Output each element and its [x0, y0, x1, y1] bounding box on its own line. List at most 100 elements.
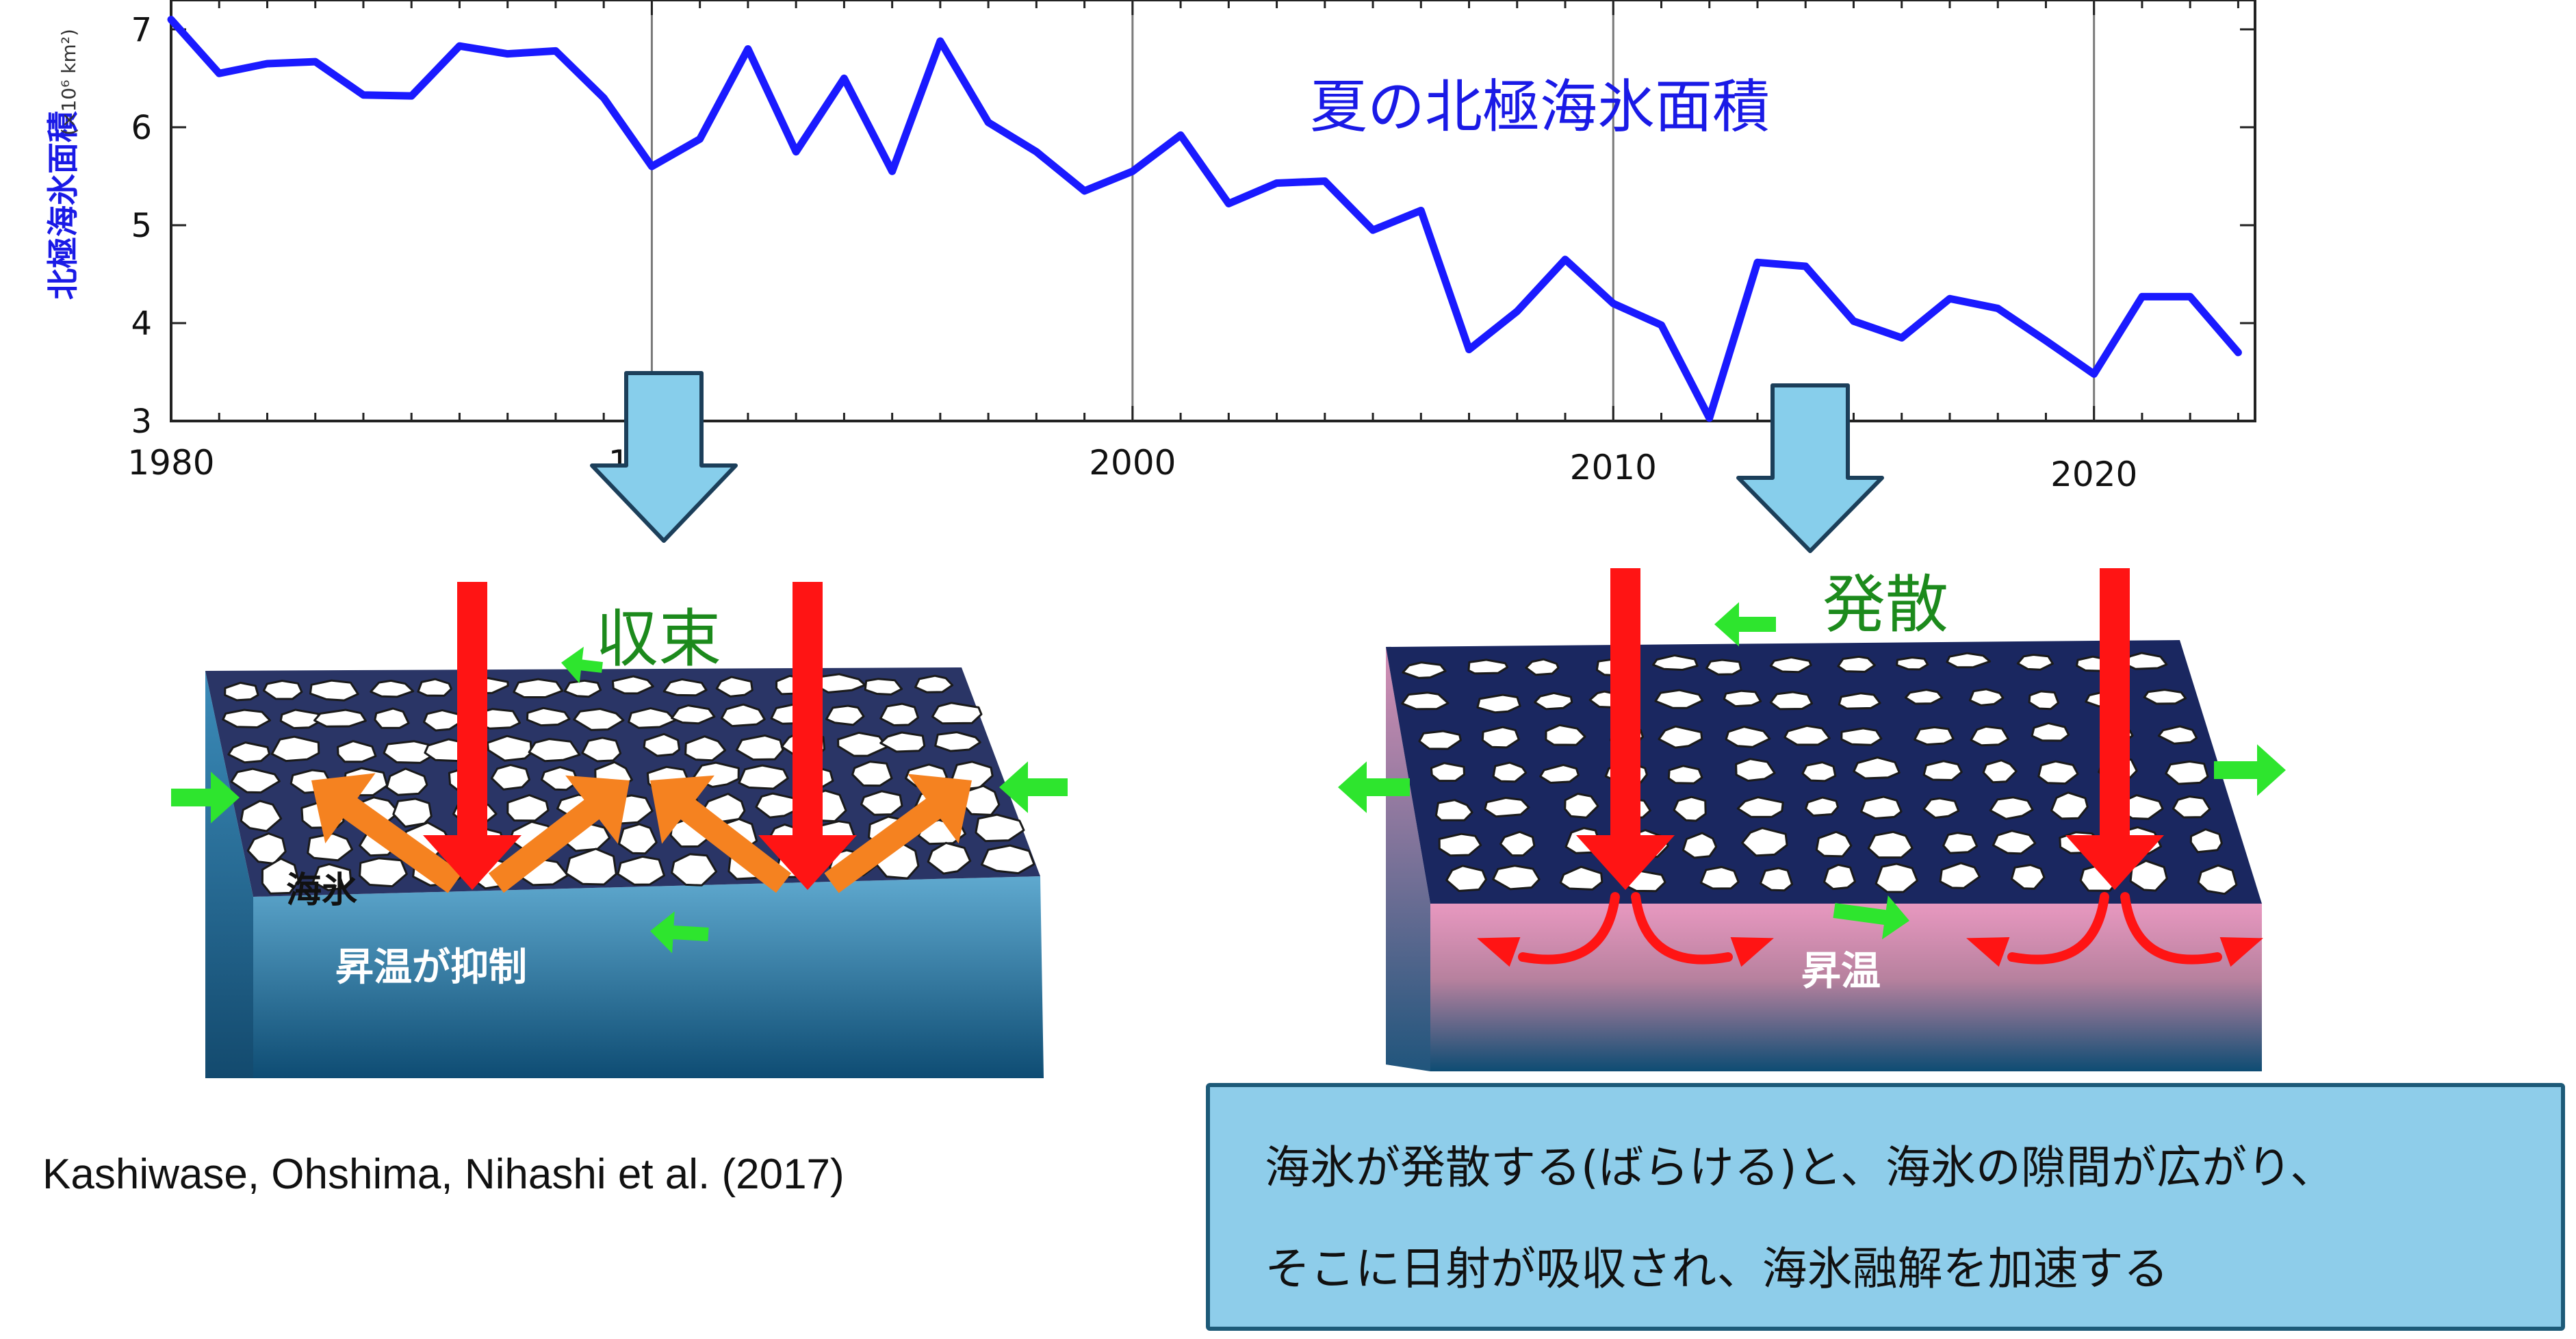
data-point [314, 61, 316, 63]
ice-floe [1805, 796, 1839, 817]
reflected-light-arrow-icon [311, 773, 463, 893]
ice-floe [1939, 862, 1981, 889]
reflected-light-arrow-icon [489, 775, 630, 893]
data-point [699, 138, 701, 140]
y-tick-label: 4 [131, 305, 152, 343]
ice-floe [312, 863, 352, 891]
ice-floe [825, 704, 865, 726]
ice-floe [337, 740, 377, 763]
ice-floe [486, 735, 532, 762]
ice-floe [1705, 659, 1742, 676]
ice-floe [573, 708, 625, 731]
ice-floe [671, 853, 718, 887]
ice-label: 海氷 [286, 870, 357, 911]
ocean-side-face [1386, 647, 1430, 1071]
ice-floe [755, 792, 799, 819]
ice-floe [1445, 865, 1487, 892]
data-point [1324, 180, 1326, 182]
ice-floe [1914, 726, 1955, 746]
ice-motion-arrow-icon [2214, 744, 2286, 796]
ice-floe [1499, 830, 1536, 857]
explanation-line-1: 海氷が発散する(ばらける)と、海氷の隙間が広がり、 [1265, 1141, 2336, 1194]
ice-floe [1484, 797, 1530, 818]
warming-arrow-head-icon [2219, 937, 2263, 967]
divergence-label: 発散 [1822, 568, 1948, 641]
warming-arrow-icon [2007, 892, 2109, 965]
ice-floe [1735, 758, 1776, 782]
ice-floe [1942, 832, 1979, 854]
ice-floe [270, 735, 320, 763]
ice-motion-arrow-icon [650, 911, 709, 954]
ice-floe [1654, 689, 1704, 709]
ice-floe [1896, 656, 1929, 671]
ice-floe [1853, 756, 1901, 780]
data-point [1756, 262, 1758, 264]
ice-floe [1438, 832, 1482, 857]
ice-floe [2016, 654, 2054, 671]
ice-floe [423, 709, 463, 732]
data-point [2189, 296, 2191, 298]
x-tick-label: 2020 [2050, 455, 2137, 494]
ice-floe [1946, 652, 1992, 669]
ice-floe [1658, 725, 1703, 749]
ice-floe [1968, 688, 2005, 706]
ice-floe [1545, 724, 1586, 746]
ice-floe [1801, 761, 1837, 782]
ice-floe [526, 706, 571, 727]
ice-floe [1736, 796, 1784, 818]
ice-floe [1564, 793, 1599, 819]
ice-floe [735, 734, 784, 761]
ice-floe [490, 763, 530, 791]
data-point [988, 121, 990, 123]
ice-floe [1840, 727, 1883, 746]
data-point [1805, 266, 1807, 268]
ice-floe [2172, 795, 2211, 819]
ice-floe [927, 841, 972, 875]
ice-floe [261, 857, 300, 895]
ice-floe [1741, 827, 1788, 857]
ice-floe [1401, 691, 1450, 711]
vertical-gridlines [650, 0, 2096, 421]
reflected-light-arrow-icon [824, 774, 972, 893]
ice-floe [1837, 655, 1876, 673]
ice-floe [628, 707, 676, 729]
down-arrow-icon [590, 371, 738, 543]
y-axis-label: 北極海氷面積 [44, 111, 81, 300]
ice-floe [721, 703, 766, 728]
data-point [891, 170, 893, 173]
ice-motion-arrow-icon [999, 761, 1068, 813]
ice-floe [581, 737, 622, 763]
ice-floe [1723, 689, 1762, 708]
ice-floe [224, 681, 259, 702]
ice-floe [1970, 725, 2010, 747]
ice-floe [617, 855, 665, 886]
ice-floe [541, 766, 579, 791]
explanation-line-2: そこに日射が吸収され、海氷融解を加速する [1265, 1242, 2169, 1295]
ice-floe [2197, 864, 2238, 895]
y-tick-label: 7 [131, 11, 152, 49]
y-tick-label: 6 [131, 109, 152, 147]
ice-floe [1402, 661, 1447, 679]
flux-arrows [171, 568, 2286, 967]
ice-motion-arrow-icon [1833, 895, 1909, 940]
data-point [2141, 296, 2143, 298]
ice-motion-arrow-icon [1714, 602, 1776, 647]
ocean-side-face [205, 671, 253, 1078]
data-point [2237, 351, 2239, 353]
ice-floe [1525, 658, 1560, 676]
ice-motion-arrow-icon [561, 646, 603, 684]
data-point [1612, 303, 1614, 305]
ice-floe [230, 767, 281, 794]
data-point [1708, 417, 1710, 419]
ice-floe [1769, 656, 1812, 674]
data-point [795, 151, 797, 153]
data-point [1468, 348, 1470, 350]
ice-floe [313, 709, 367, 728]
ice-floe [914, 674, 954, 693]
ice-floe [1989, 796, 2034, 820]
ice-floe [2037, 760, 2079, 785]
data-point [554, 50, 556, 52]
ice-floe [383, 740, 439, 764]
ice-floe [417, 678, 452, 697]
